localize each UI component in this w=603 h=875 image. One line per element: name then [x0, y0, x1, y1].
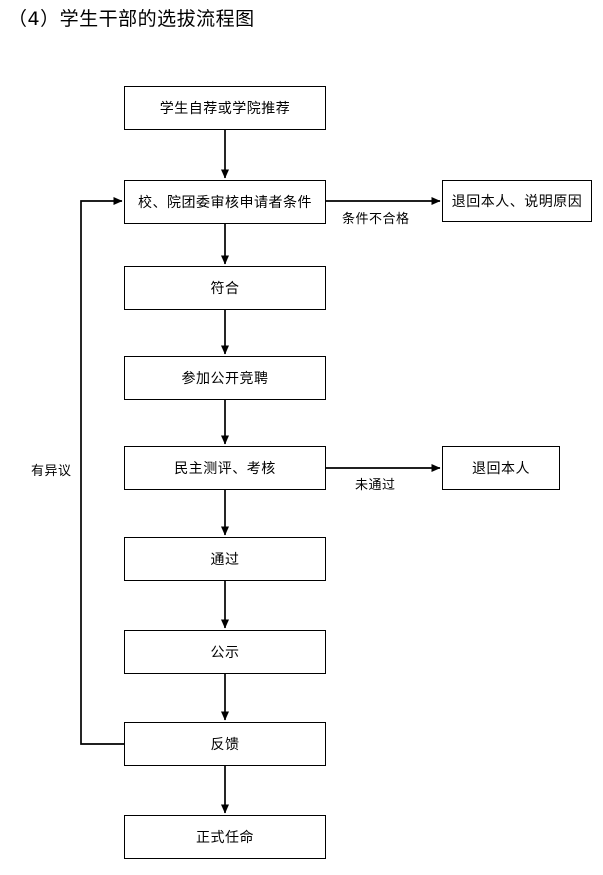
- page-title: （4）学生干部的选拔流程图: [8, 8, 255, 30]
- connector-feedback-loop: [80, 197, 124, 745]
- node-label: 正式任命: [196, 830, 254, 846]
- node-publicity[interactable]: 公示: [124, 630, 326, 674]
- node-committee-review[interactable]: 校、院团委审核申请者条件: [124, 180, 326, 224]
- node-label: 反馈: [210, 737, 240, 753]
- edge-label-not-passed: 未通过: [355, 478, 396, 493]
- node-return-with-reason[interactable]: 退回本人、说明原因: [442, 180, 592, 222]
- node-label: 公示: [210, 645, 240, 661]
- node-label: 退回本人、说明原因: [451, 194, 583, 210]
- node-return-applicant[interactable]: 退回本人: [442, 446, 560, 490]
- edge-label-has-objection: 有异议: [31, 464, 72, 479]
- node-label: 退回本人: [472, 461, 530, 477]
- node-public-competition[interactable]: 参加公开竞聘: [124, 356, 326, 400]
- node-student-recommendation[interactable]: 学生自荐或学院推荐: [124, 86, 326, 130]
- node-label: 民主测评、考核: [174, 461, 276, 477]
- edge-label-not-qualified: 条件不合格: [342, 212, 410, 227]
- node-label: 参加公开竞聘: [181, 371, 269, 387]
- node-label: 学生自荐或学院推荐: [159, 101, 291, 117]
- node-formal-appointment[interactable]: 正式任命: [124, 815, 326, 859]
- node-feedback[interactable]: 反馈: [124, 722, 326, 766]
- node-democratic-evaluation[interactable]: 民主测评、考核: [124, 446, 326, 490]
- node-qualified[interactable]: 符合: [124, 266, 326, 310]
- node-label: 校、院团委审核申请者条件: [138, 195, 312, 211]
- node-passed[interactable]: 通过: [124, 537, 326, 581]
- node-label: 通过: [210, 552, 240, 568]
- node-label: 符合: [210, 281, 240, 297]
